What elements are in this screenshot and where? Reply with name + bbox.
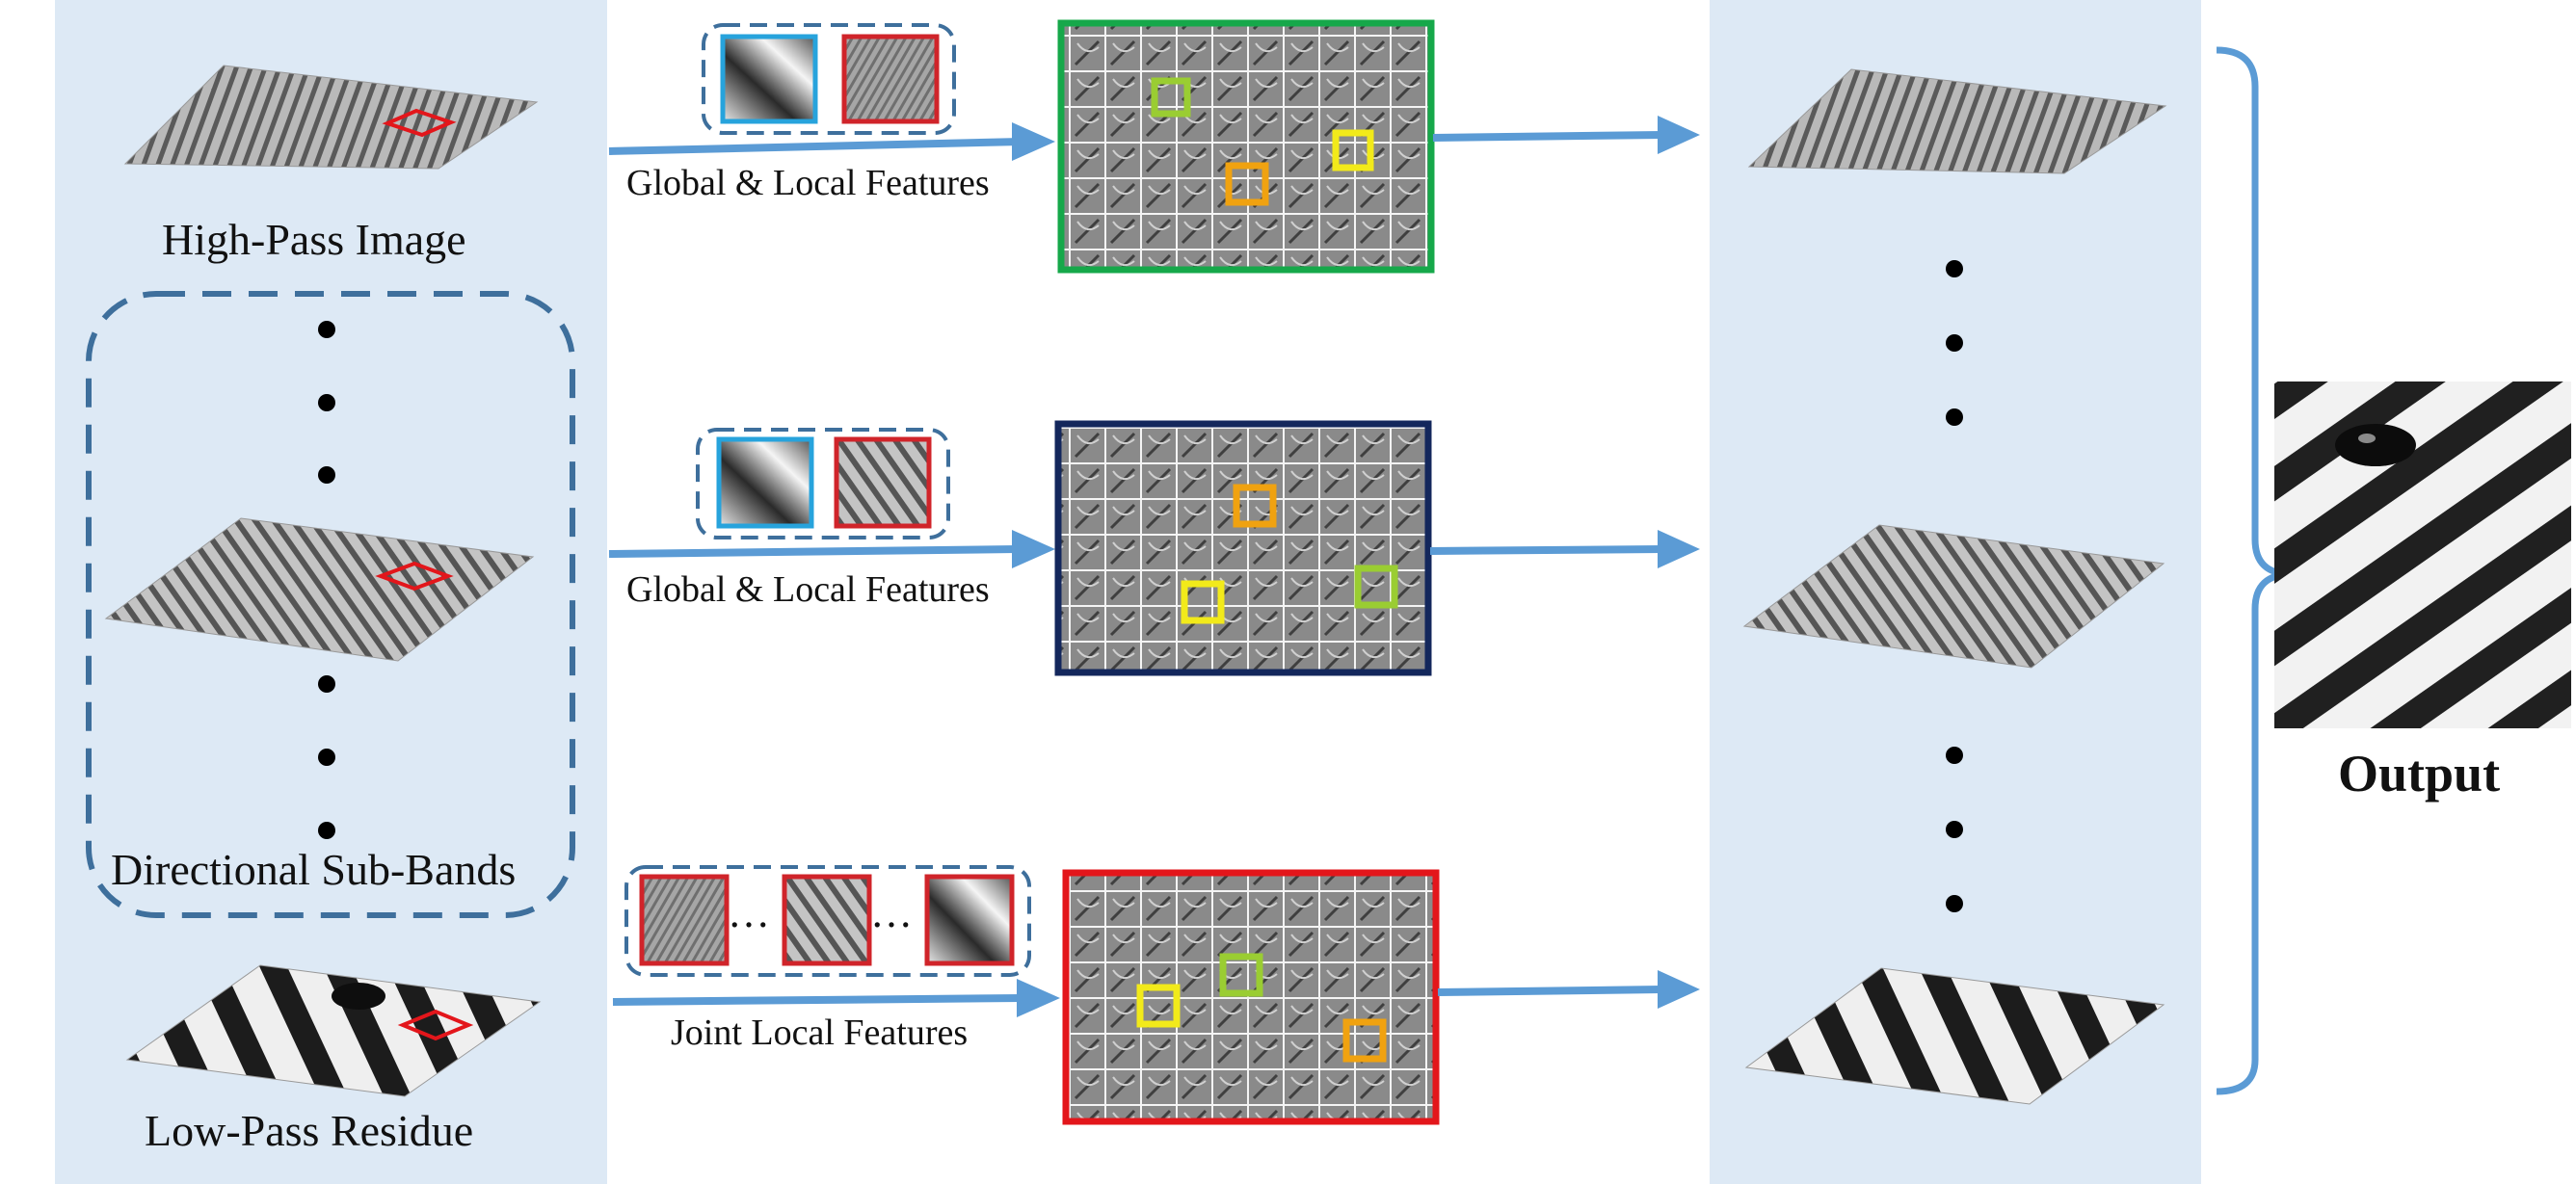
arrowhead-in-3 [1017,979,1060,1017]
patch-group-2 [696,428,950,539]
sub-band-region-marker [375,561,454,592]
atom-marker-lime-1 [1151,77,1191,118]
arrow-in-1 [608,138,1022,155]
local-patch-3c [924,874,1015,966]
dictionary-grid-3 [1062,869,1440,1125]
arrowhead-in-1 [1012,122,1055,161]
patch-ellipsis-2: … [870,889,913,936]
high-pass-region-marker [382,108,457,138]
output-high-pass-plane [1747,68,2167,174]
low-pass-plane [125,964,542,1097]
sub-bands-label: Directional Sub-Bands [111,845,517,894]
sub-bands-dots-lower [318,675,335,839]
high-pass-plane [123,65,539,170]
atom-marker-lime-2 [1354,565,1398,609]
dictionary-grid-1 [1057,19,1435,274]
sub-band-plane [104,517,535,662]
output-label: Output [2338,745,2501,802]
output-sub-band-plane [1742,524,2165,669]
local-patch-2 [834,436,932,529]
features-label-2: Global & Local Features [626,569,990,610]
atom-marker-orange-3 [1342,1018,1387,1063]
patch-group-1 [702,23,956,135]
output-image [2274,382,2571,728]
low-pass-region-marker [397,1009,474,1041]
features-label-3: Joint Local Features [671,1013,969,1053]
output-eye [2335,424,2416,466]
features-label-1: Global & Local Features [626,163,990,203]
arrowhead-out-1 [1658,116,1700,154]
global-patch-2 [716,436,814,529]
arrow-in-2 [608,545,1018,558]
patch-group-3 [624,865,1031,977]
local-patch-1 [841,34,940,124]
arrowhead-out-2 [1658,530,1700,568]
output-dots-upper [1946,260,1963,426]
sub-bands-dots-upper [318,321,335,484]
atom-marker-lime-3 [1219,953,1263,997]
global-patch-1 [720,34,818,124]
arrow-in-3 [612,994,1022,1006]
arrow-out-1 [1432,131,1663,142]
atom-marker-orange-1 [1225,162,1269,206]
atom-marker-orange-2 [1233,484,1277,528]
patch-ellipsis-1: … [728,889,770,936]
atom-marker-yellow-3 [1136,984,1181,1028]
sub-bands-group-frame [86,291,575,918]
arrow-out-3 [1437,986,1663,996]
local-patch-3a [639,874,730,966]
low-pass-label: Low-Pass Residue [145,1106,474,1155]
output-low-pass-plane [1744,967,2165,1105]
atom-marker-yellow-2 [1181,580,1225,624]
arrowhead-in-2 [1012,530,1055,568]
dictionary-grid-2 [1054,420,1432,676]
high-pass-label: High-Pass Image [162,215,466,264]
arrow-out-2 [1429,545,1663,555]
arrowhead-out-3 [1658,970,1700,1009]
output-dots-lower [1946,747,1963,912]
atom-marker-yellow-1 [1332,129,1374,171]
local-patch-3b [782,874,872,966]
